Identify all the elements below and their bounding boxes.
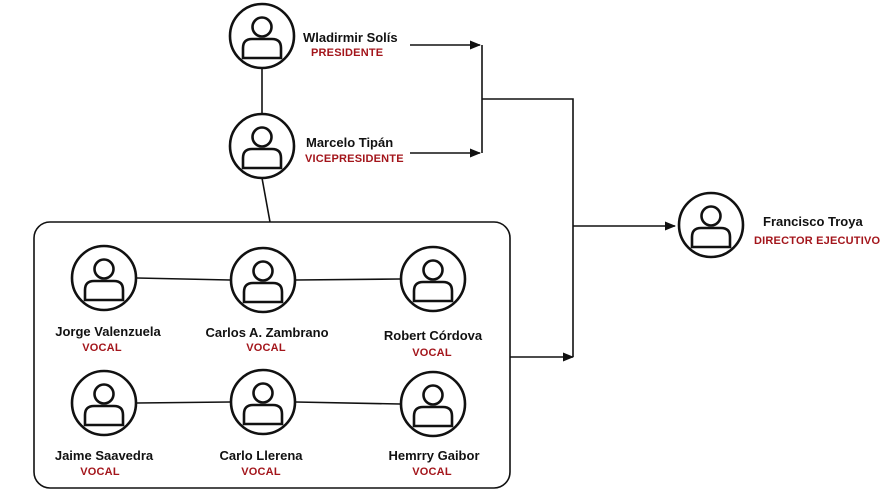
vocal-row2-link-a (136, 401, 231, 404)
vocal-1-avatar-icon (70, 244, 138, 312)
vocal-1-name: Jorge Valenzuela (55, 324, 161, 339)
vocal-5-avatar-icon (229, 368, 297, 436)
vocal-6-name: Hemrry Gaibor (388, 448, 479, 463)
vocal-3-role: VOCAL (412, 347, 452, 359)
vocal-row2-link-b (295, 401, 401, 405)
vice-president-name: Marcelo Tipán (306, 135, 393, 150)
vocal-5-role: VOCAL (241, 466, 281, 478)
leadership-feed (482, 98, 574, 357)
vocal-4-avatar-icon (70, 369, 138, 437)
vice-group-link (261, 177, 271, 223)
vocal-6-role: VOCAL (412, 466, 452, 478)
vocal-2-role: VOCAL (246, 342, 286, 354)
vocal-1-role: VOCAL (82, 342, 122, 354)
vocal-6-avatar-icon (399, 370, 467, 438)
director-avatar-icon (677, 191, 745, 259)
vocal-4-role: VOCAL (80, 466, 120, 478)
president-role: PRESIDENTE (311, 47, 383, 59)
vocal-row1-link-b (295, 278, 401, 281)
director-name: Francisco Troya (763, 214, 863, 229)
vocals-group-box (33, 221, 511, 489)
vocal-4-name: Jaime Saavedra (55, 448, 154, 463)
president-name: Wladirmir Solís (303, 30, 398, 45)
vocal-2-name: Carlos A. Zambrano (205, 325, 328, 340)
vice-president-role: VICEPRESIDENTE (305, 153, 404, 165)
vocal-5-name: Carlo Llerena (219, 448, 303, 463)
vocal-3-name: Robert Córdova (384, 328, 483, 343)
vocal-2-avatar-icon (229, 246, 297, 314)
vice-president-avatar-icon (228, 112, 296, 180)
vocal-row1-link-a (136, 277, 231, 281)
president-avatar-icon (228, 2, 296, 70)
director-role: DIRECTOR EJECUTIVO (754, 235, 880, 247)
vocal-3-avatar-icon (399, 245, 467, 313)
